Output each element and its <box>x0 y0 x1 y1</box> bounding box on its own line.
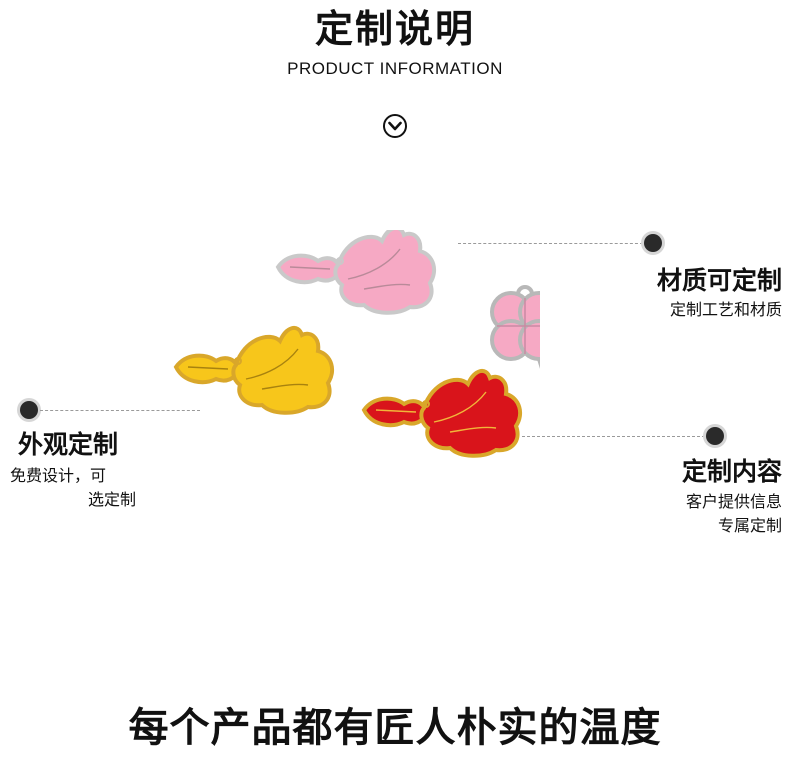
pink-flower-charm <box>276 230 437 315</box>
callout-dot-content <box>706 427 724 445</box>
red-flower-charm <box>362 368 523 458</box>
feature-text-material: 定制工艺和材质 <box>669 300 782 319</box>
callout-line-appearance <box>40 410 200 411</box>
feature-text-content-1: 客户提供信息 <box>685 492 782 511</box>
feature-text-appearance-1: 免费设计，可 <box>10 466 107 485</box>
chevron-down-circle-icon[interactable] <box>382 113 408 139</box>
callout-dot-material <box>644 234 662 252</box>
feature-heading-appearance: 外观定制 <box>18 430 119 459</box>
page-subtitle: PRODUCT INFORMATION <box>287 59 503 78</box>
feature-text-content-2: 专属定制 <box>717 516 782 535</box>
product-photo <box>174 230 540 458</box>
four-leaf-clover-charm <box>490 285 540 369</box>
footer-slogan: 每个产品都有匠人朴实的温度 <box>128 705 662 751</box>
feature-heading-material: 材质可定制 <box>656 266 782 295</box>
callout-line-material <box>458 243 643 244</box>
callout-line-content <box>522 436 705 437</box>
page-title: 定制说明 <box>314 7 475 51</box>
callout-dot-appearance <box>20 401 38 419</box>
yellow-flower-charm <box>174 325 335 415</box>
feature-text-appearance-2: 选定制 <box>87 490 136 509</box>
feature-heading-content: 定制内容 <box>681 457 782 486</box>
